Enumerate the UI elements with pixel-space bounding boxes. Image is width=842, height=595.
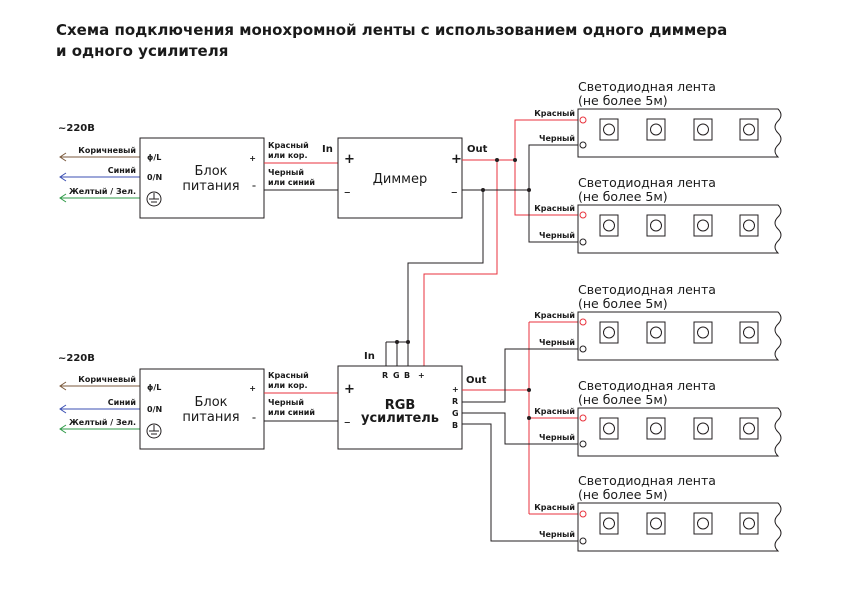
strip4-black-label: Черный xyxy=(539,433,575,442)
psu-red-label-top-2: или кор. xyxy=(268,151,308,160)
amp-out-pin-b: B xyxy=(452,421,458,430)
psu-black-label-top-2: или синий xyxy=(268,178,315,187)
amp-in-pin-b: B xyxy=(404,371,410,380)
led-strip-3: Светодиодная лента (не более 5м) Красный… xyxy=(534,282,782,361)
amplifier-output-wires xyxy=(462,321,578,542)
psu-name-top-1: Блок xyxy=(194,164,227,179)
title-line-1: Схема подключения монохромной ленты с ис… xyxy=(56,21,728,39)
strip4-name-1: Светодиодная лента xyxy=(578,378,716,393)
led-strip-2: Светодиодная лента (не более 5м) Красный… xyxy=(534,175,782,254)
psu-minus-top: – xyxy=(252,181,256,190)
amp-in-pin-r: R xyxy=(382,371,388,380)
strip3-red-label: Красный xyxy=(534,311,575,320)
dimmer-minus-in: – xyxy=(344,185,351,200)
terminal-l-top: ϕ/L xyxy=(147,153,161,162)
mains-voltage-top: ~220В xyxy=(58,123,95,134)
strip1-red-label: Красный xyxy=(534,109,575,118)
led-strip-1: Светодиодная лента (не более 5м) Красный… xyxy=(534,79,782,158)
title-line-2: и одного усилителя xyxy=(56,42,229,60)
dimmer-name: Диммер xyxy=(373,172,427,187)
psu-black-label-bottom-1: Черный xyxy=(268,398,304,407)
terminal-l-bottom: ϕ/L xyxy=(147,383,161,392)
amp-out-label: Out xyxy=(466,375,487,386)
psu-black-label-top-1: Черный xyxy=(268,168,304,177)
mains-wires-bottom xyxy=(59,381,140,434)
dimmer-plus-in: + xyxy=(344,152,355,167)
psu-red-label-bottom-2: или кор. xyxy=(268,381,308,390)
psu-name-top-2: питания xyxy=(182,179,239,194)
psu-black-label-bottom-2: или синий xyxy=(268,408,315,417)
amp-plus: + xyxy=(344,382,355,397)
wire-label-brown-top: Коричневый xyxy=(78,146,136,155)
rgb-amplifier xyxy=(337,365,463,450)
strip2-name-1: Светодиодная лента xyxy=(578,175,716,190)
wire-label-green-bottom: Желтый / Зел. xyxy=(69,418,136,427)
psu-plus-top: + xyxy=(249,154,256,163)
wire-label-brown-bottom: Коричневый xyxy=(78,375,136,384)
strip5-red-label: Красный xyxy=(534,503,575,512)
led-strip-5: Светодиодная лента (не более 5м) Красный… xyxy=(534,473,782,552)
mains-voltage-bottom: ~220В xyxy=(58,353,95,364)
strip2-black-label: Черный xyxy=(539,231,575,240)
dimmer-output-wires xyxy=(385,119,578,370)
psu-red-label-top-1: Красный xyxy=(268,141,309,150)
amp-out-pin-r: R xyxy=(452,397,458,406)
amp-name-2: усилитель xyxy=(361,411,439,426)
led-strip-4: Светодиодная лента (не более 5м) Красный… xyxy=(534,378,782,457)
dimmer-in-label: In xyxy=(322,144,333,155)
strip4-red-label: Красный xyxy=(534,407,575,416)
strip4-name-2: (не более 5м) xyxy=(578,392,668,407)
dimmer xyxy=(337,137,463,219)
psu-plus-bottom: + xyxy=(249,384,256,393)
amp-out-pin-plus: + xyxy=(452,385,459,394)
amp-out-pin-g: G xyxy=(452,409,459,418)
amp-in-pin-g: G xyxy=(393,371,400,380)
terminal-n-bottom: 0/N xyxy=(147,405,162,414)
strip3-name-2: (не более 5м) xyxy=(578,296,668,311)
wire-label-blue-bottom: Синий xyxy=(108,398,136,407)
strip2-red-label: Красный xyxy=(534,204,575,213)
ground-icon xyxy=(146,423,162,439)
wire-label-blue-top: Синий xyxy=(108,166,136,175)
mains-wires-top xyxy=(59,152,140,203)
psu-name-bottom-2: питания xyxy=(182,410,239,425)
strip5-name-1: Светодиодная лента xyxy=(578,473,716,488)
strip1-black-label: Черный xyxy=(539,134,575,143)
dimmer-minus-out: – xyxy=(451,185,458,200)
terminal-n-top: 0/N xyxy=(147,173,162,182)
amp-in-pin-plus: + xyxy=(418,371,425,380)
strip5-name-2: (не более 5м) xyxy=(578,487,668,502)
psu-name-bottom-1: Блок xyxy=(194,395,227,410)
amp-minus: – xyxy=(344,415,351,430)
dimmer-plus-out: + xyxy=(451,152,462,167)
strip3-black-label: Черный xyxy=(539,338,575,347)
strip1-name-2: (не более 5м) xyxy=(578,93,668,108)
power-supply-top xyxy=(139,137,265,219)
psu-minus-bottom: – xyxy=(252,413,256,422)
wire-label-green-top: Желтый / Зел. xyxy=(69,187,136,196)
ground-icon xyxy=(146,191,162,207)
amp-in-label: In xyxy=(364,351,375,362)
strip2-name-2: (не более 5м) xyxy=(578,189,668,204)
strip5-black-label: Черный xyxy=(539,530,575,539)
strip1-name-1: Светодиодная лента xyxy=(578,79,716,94)
power-supply-bottom xyxy=(139,368,265,450)
strip3-name-1: Светодиодная лента xyxy=(578,282,716,297)
dimmer-out-label: Out xyxy=(467,144,488,155)
amp-name-1: RGB xyxy=(385,398,416,413)
psu-red-label-bottom-1: Красный xyxy=(268,371,309,380)
diagram-title: Схема подключения монохромной ленты с ис… xyxy=(56,20,756,62)
